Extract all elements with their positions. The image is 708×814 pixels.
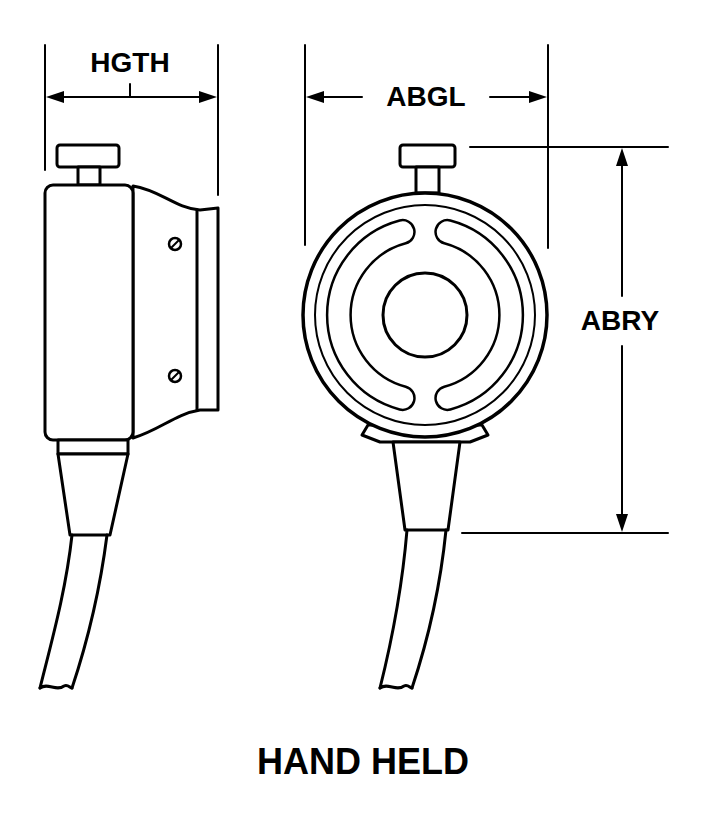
dimension-label: ABGL bbox=[383, 82, 468, 113]
dimension-label: ABRY bbox=[578, 306, 662, 337]
caption: HAND HELD bbox=[254, 742, 472, 782]
dimension-lines bbox=[45, 45, 668, 533]
side-view bbox=[40, 145, 218, 688]
dimension-label: HGTH bbox=[87, 48, 172, 79]
front-view bbox=[303, 145, 547, 688]
